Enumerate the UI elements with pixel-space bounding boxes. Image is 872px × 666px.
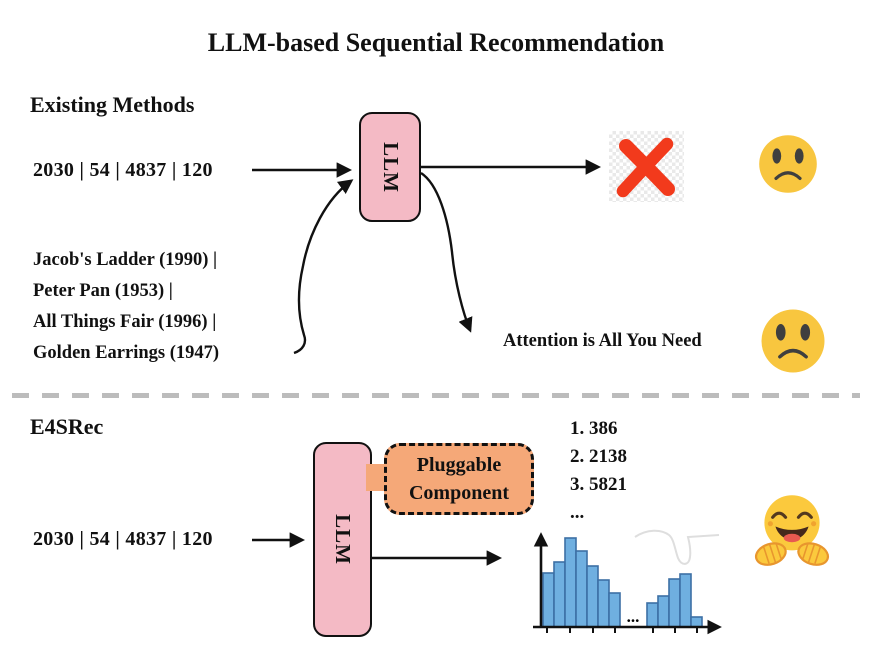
ranked-item: 3. 5821	[570, 474, 627, 495]
title-sequence-line: Peter Pan (1953) |	[33, 281, 173, 301]
hug-left-hand	[754, 542, 787, 566]
hug-right-hand	[797, 542, 830, 566]
existing-methods-heading: Existing Methods	[30, 92, 195, 117]
histogram-axis-ticks	[546, 627, 698, 633]
curve-titles-to-llm	[293, 179, 354, 355]
title-sequence-line: All Things Fair (1996) |	[33, 312, 217, 332]
llm-label: LLM	[331, 514, 355, 565]
hallucination-output-text: Attention is All You Need	[503, 331, 702, 351]
id-sequence-input-top: 2030 | 54 | 4837 | 120	[33, 159, 213, 181]
histogram-gap-ellipsis: ...	[627, 607, 640, 626]
histogram-bar	[575, 550, 588, 628]
histogram-bar	[586, 565, 599, 628]
histogram-bar	[564, 537, 577, 628]
histogram-bars	[542, 537, 703, 628]
sad-emoji-icon	[759, 135, 817, 193]
red-cross-icon	[609, 131, 684, 202]
pluggable-label-line1: Pluggable	[416, 454, 502, 476]
pluggable-label-line2: Component	[408, 482, 509, 504]
histogram-bar	[668, 578, 681, 628]
histogram-bar	[657, 595, 670, 628]
ranked-item: ...	[570, 502, 585, 523]
histogram-bar	[542, 572, 555, 628]
histogram-bar	[608, 592, 621, 628]
plug-connector	[366, 464, 386, 491]
title-sequence-input: Jacob's Ladder (1990) | Peter Pan (1953)…	[33, 245, 219, 369]
histogram-bar	[553, 561, 566, 628]
probability-histogram: ...	[533, 529, 722, 635]
llm-box-bottom: LLM	[313, 442, 372, 637]
title-sequence-line: Golden Earrings (1947)	[33, 343, 220, 363]
faint-sketch-decoration	[634, 529, 720, 565]
histogram-bar	[690, 616, 703, 628]
e4srec-heading: E4SRec	[30, 414, 104, 439]
llm-label: LLM	[378, 141, 403, 193]
sad-emoji-icon	[761, 309, 825, 373]
ranked-item-list: 1. 386 2. 2138 3. 5821 ...	[570, 415, 627, 527]
histogram-bar	[679, 573, 692, 628]
ranked-item: 1. 386	[570, 418, 618, 439]
pluggable-component-box: Pluggable Component	[384, 443, 534, 515]
figure-title: LLM-based Sequential Recommendation	[207, 28, 665, 57]
histogram-bar	[597, 579, 610, 628]
hugging-face-emoji-icon	[754, 495, 830, 566]
title-sequence-line: Jacob's Ladder (1990) |	[33, 250, 218, 270]
histogram-bar	[646, 602, 659, 628]
section-divider	[12, 393, 860, 398]
curve-llm-to-hallucination	[420, 171, 473, 333]
llm-box-top: LLM	[359, 112, 421, 222]
ranked-item: 2. 2138	[570, 446, 627, 467]
red-cross-glyph	[616, 137, 675, 198]
id-sequence-input-bottom: 2030 | 54 | 4837 | 120	[33, 528, 213, 550]
